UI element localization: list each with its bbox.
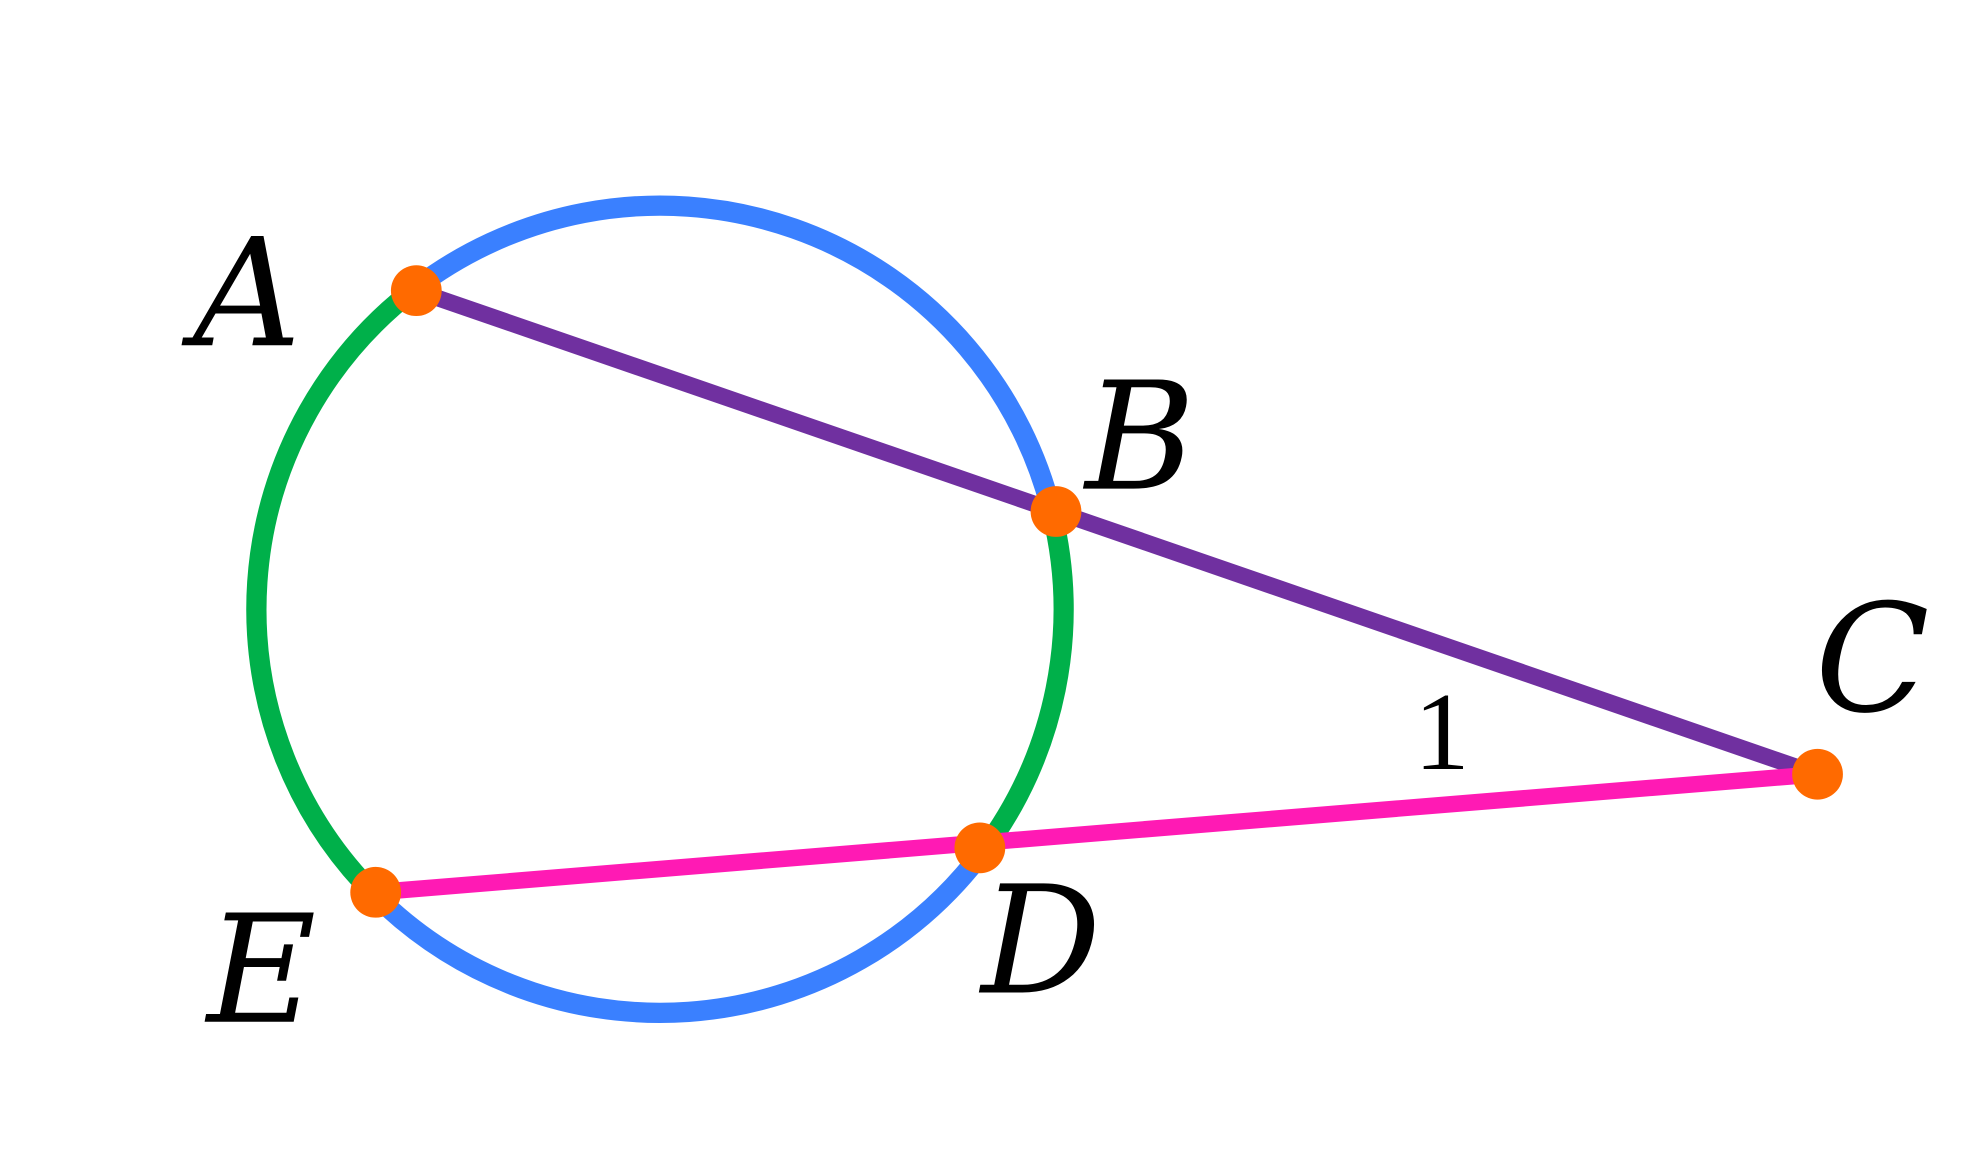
label-b: B xyxy=(1082,351,1195,525)
point-a xyxy=(390,265,442,317)
arc-ab xyxy=(408,195,1062,515)
label-d: D xyxy=(978,855,1101,1029)
segment-ac xyxy=(413,282,1821,783)
label-a: A xyxy=(181,207,301,381)
segment-ec xyxy=(375,766,1819,901)
label-c: C xyxy=(1815,573,1930,747)
point-d xyxy=(954,822,1006,874)
point-b xyxy=(1030,486,1082,537)
angle-1-label: 1 xyxy=(1414,670,1470,794)
point-c xyxy=(1792,748,1843,800)
arc-ea xyxy=(246,280,421,902)
arc-bd xyxy=(975,510,1074,857)
arc-de xyxy=(366,844,992,1023)
point-e xyxy=(350,866,402,918)
label-e: E xyxy=(204,884,316,1058)
